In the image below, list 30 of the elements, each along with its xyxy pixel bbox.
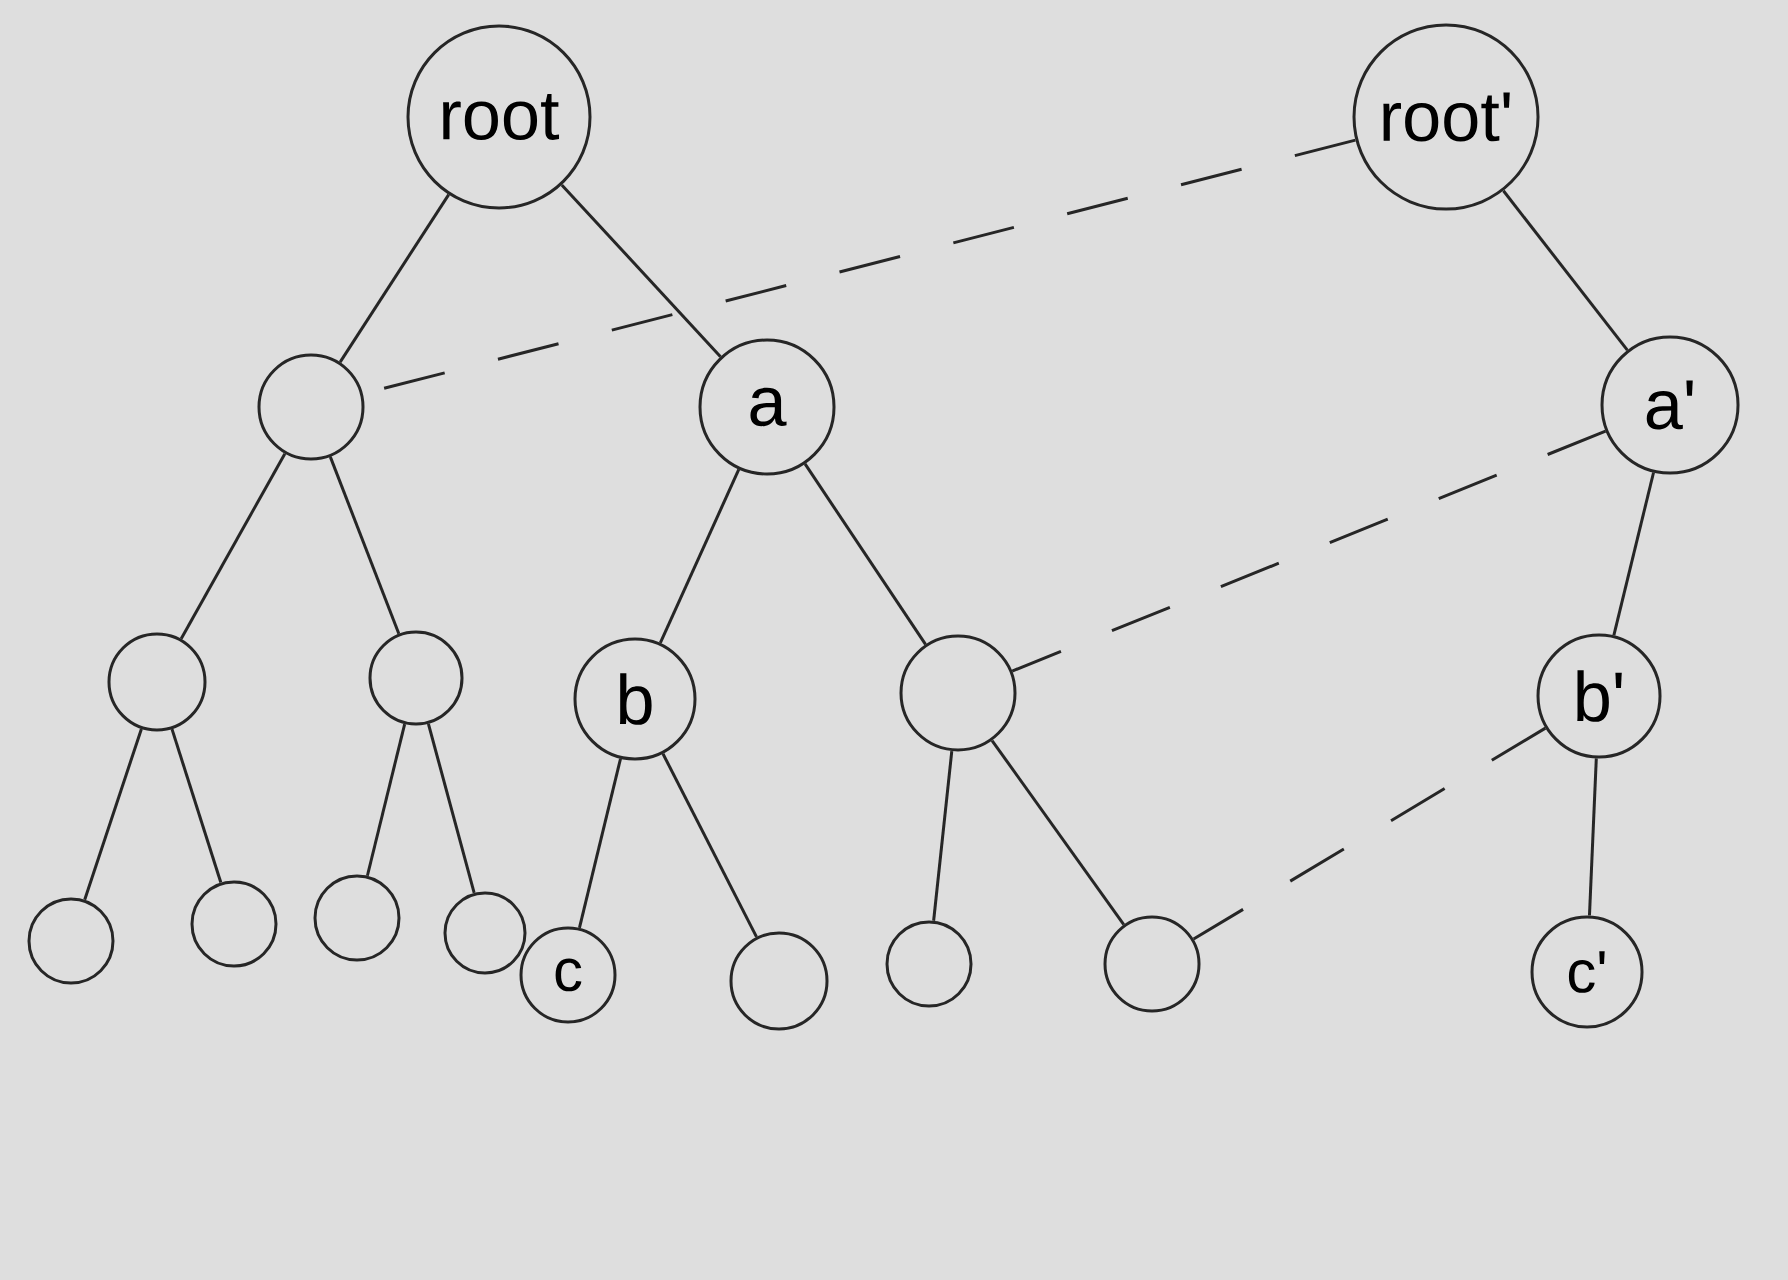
edge-line: [1612, 472, 1655, 636]
node-circle: [1103, 915, 1201, 1013]
edge-line: [803, 463, 927, 646]
node-circle: [885, 920, 973, 1008]
dashed-line: [1192, 726, 1547, 941]
edge-line: [658, 468, 741, 644]
node-circle: [190, 880, 278, 968]
node-circle: [27, 897, 115, 985]
edge-line: [338, 193, 450, 363]
edge-line: [1502, 189, 1629, 352]
node-circle: [899, 634, 1017, 752]
dashed-line: [1011, 429, 1607, 673]
edge-line: [560, 183, 722, 358]
edge-line: [365, 723, 407, 877]
node-circle: [257, 353, 365, 461]
node-circle: [107, 632, 207, 732]
edge-line: [426, 723, 476, 894]
node-circle: [368, 630, 464, 726]
edge-line: [661, 753, 758, 938]
edge-line: [170, 728, 223, 883]
node-circle: [443, 891, 527, 975]
edge-line: [990, 739, 1125, 926]
edge-line: [328, 456, 401, 635]
edge-line: [932, 751, 954, 921]
node-circle: [729, 931, 829, 1031]
edge-line: [1587, 758, 1598, 916]
edge-line: [578, 758, 622, 929]
node-circle: [313, 874, 401, 962]
edge-line: [83, 728, 143, 901]
edge-line: [179, 452, 287, 640]
